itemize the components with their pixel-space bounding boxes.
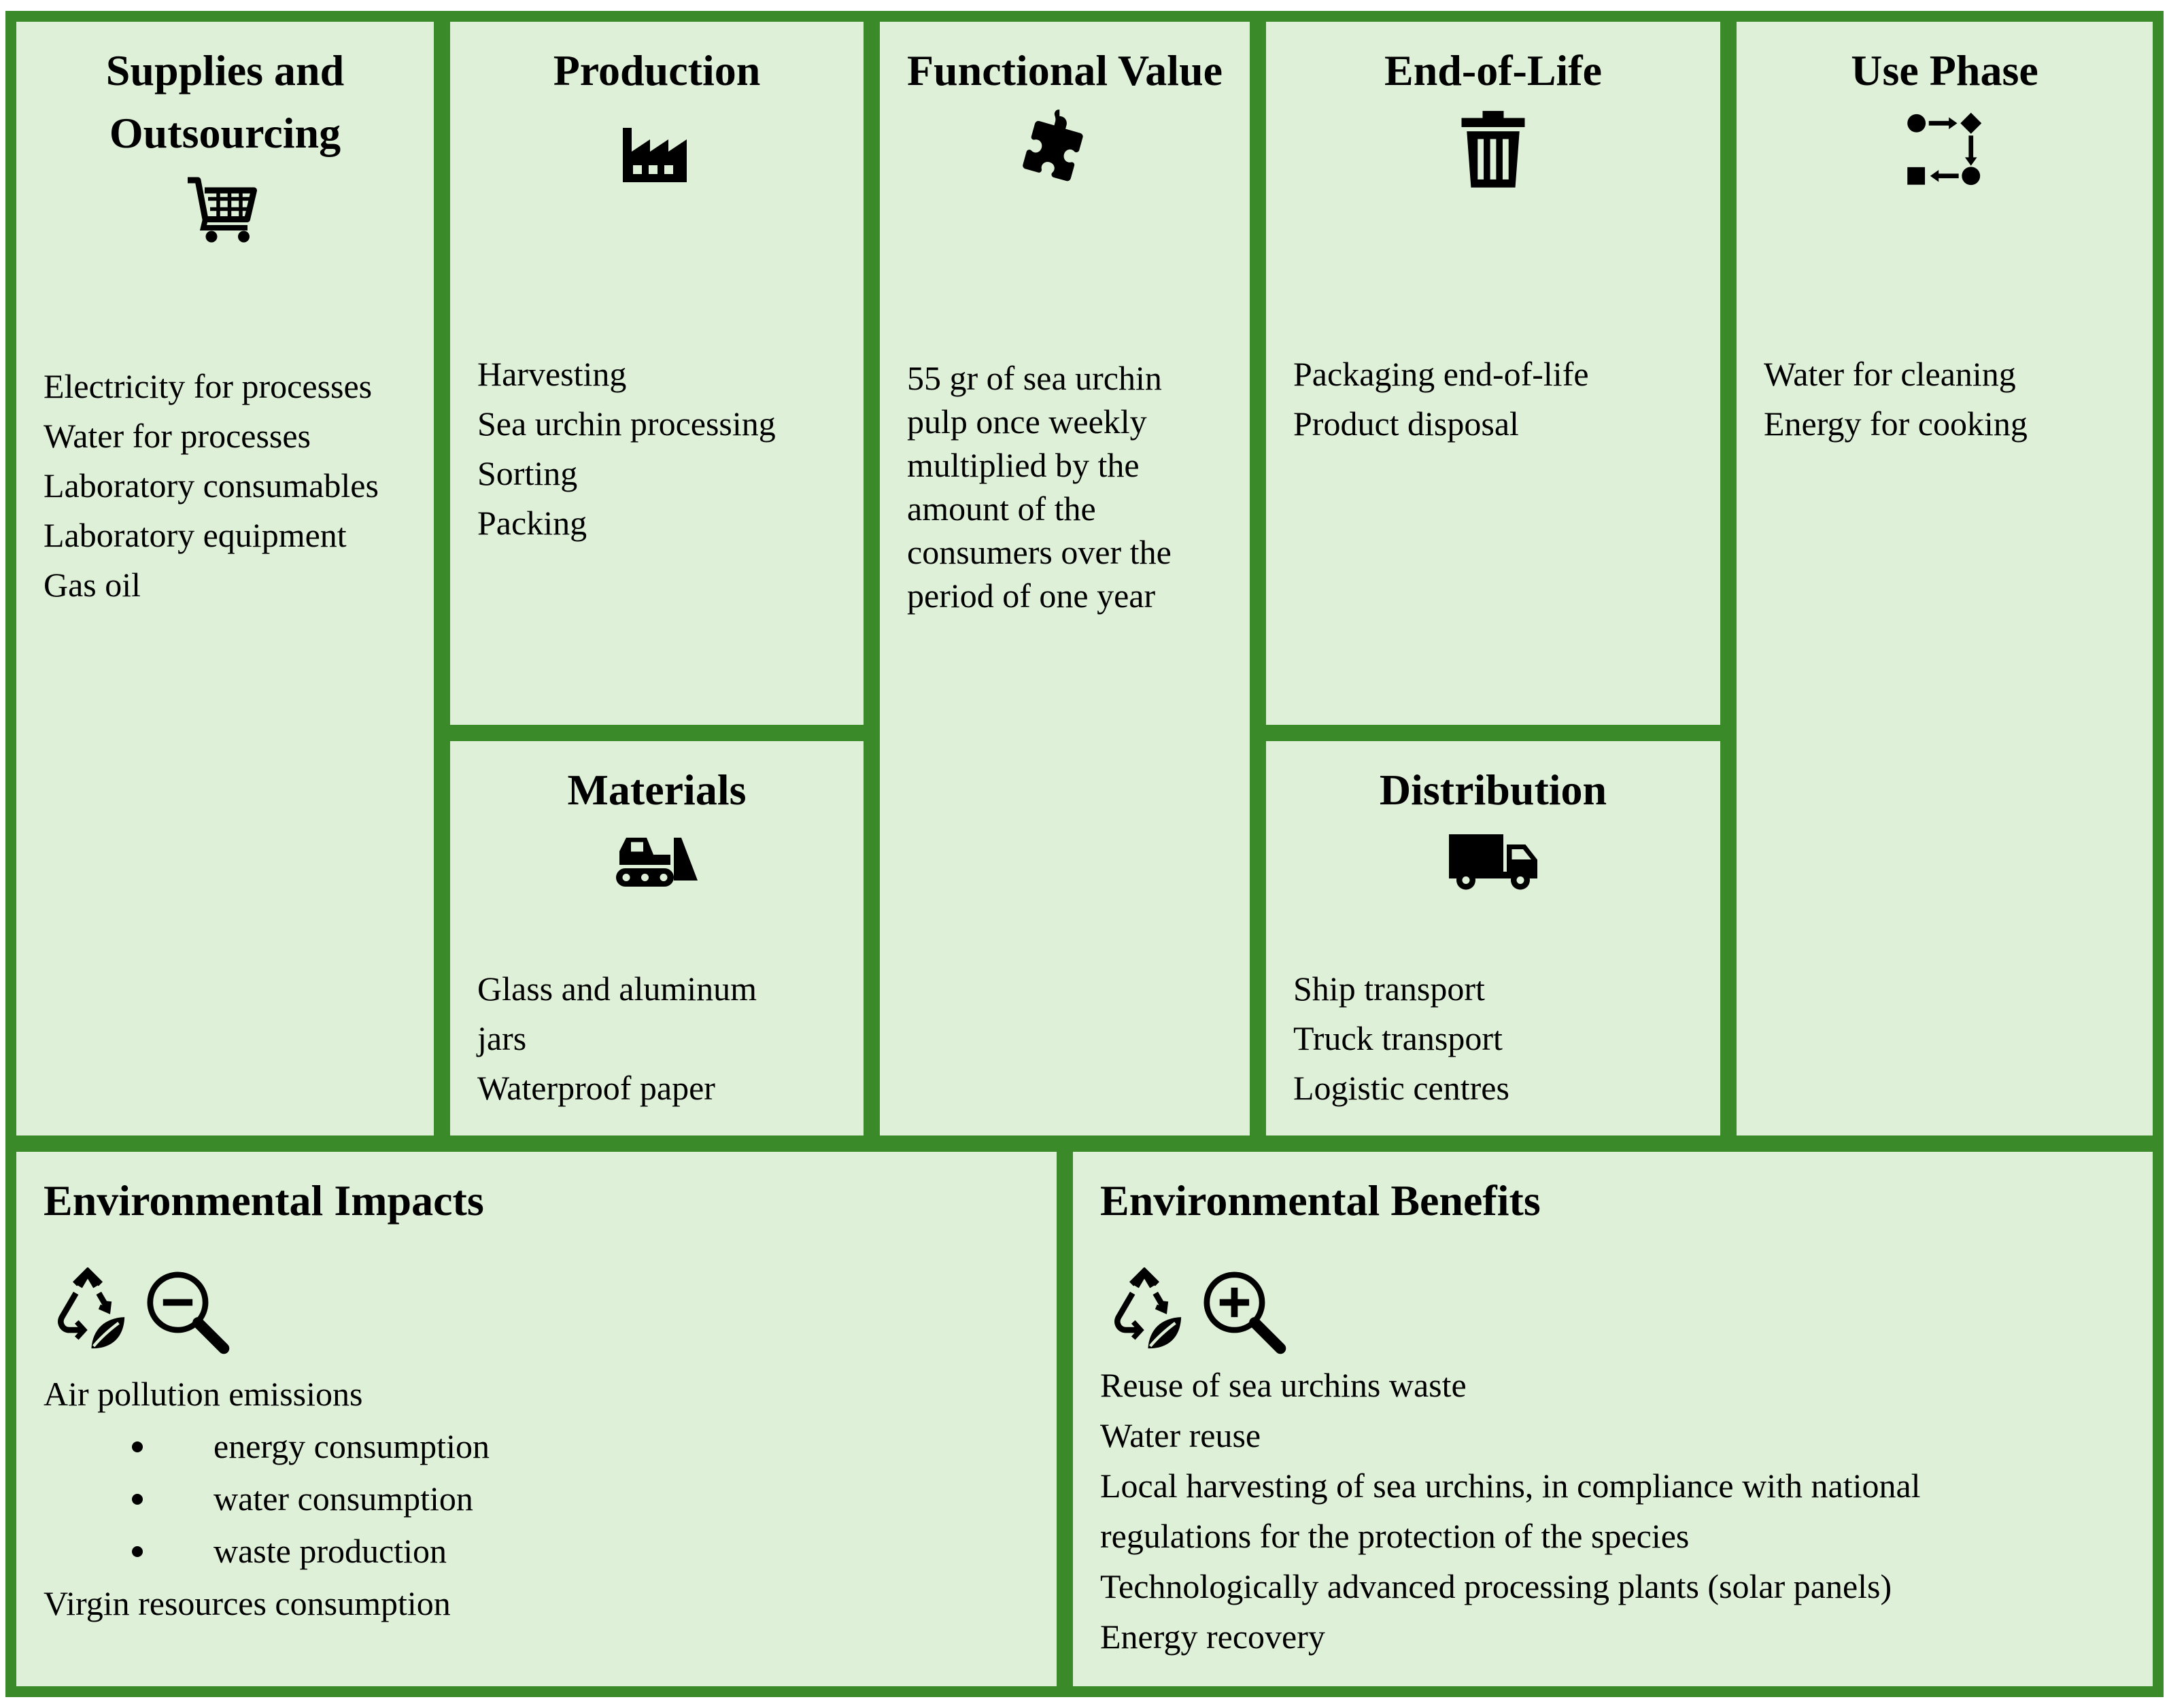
text-line: multiplied by the [907,446,1140,484]
end-of-life-title: End-of-Life [1384,46,1602,95]
list-item: Technologically advanced processing plan… [1100,1567,1892,1605]
recycle-leaf-icon [1114,1267,1182,1349]
cell-supplies: Supplies and Outsourcing Electricity for… [5,11,445,1146]
text-line: pulp once weekly [907,403,1147,441]
cell-environmental-benefits: Environmental Benefits Reuse of sea urch… [1062,1141,2164,1697]
benefits-items: Reuse of sea urchins waste Water reuse L… [1100,1360,2132,1662]
list-item: Energy recovery [1100,1618,1325,1656]
list-item: Energy for cooking [1764,405,2028,443]
list-item: Water reuse [1100,1416,1261,1454]
trash-can-icon [1266,107,1720,195]
shopping-cart-icon [16,170,434,255]
use-phase-title: Use Phase [1851,46,2038,95]
list-item: Truck transport [1293,1019,1503,1057]
list-item: Packaging end-of-life [1293,355,1589,393]
recycle-leaf-icon [58,1267,125,1349]
process-flow-icon [1737,107,2153,195]
text-line: 55 gr of sea urchin [907,359,1162,397]
list-item: Air pollution emissions [44,1375,363,1413]
cell-materials: Materials Glass and aluminum jars Waterp… [439,730,874,1146]
use-phase-items: Water for cleaning Energy for cooking [1764,349,2132,449]
list-item: Reuse of sea urchins waste [1100,1366,1467,1404]
bullet-item: water consumption [44,1473,1036,1525]
cell-distribution: Distribution Ship transport Truck transp… [1255,730,1731,1146]
bulldozer-icon [450,824,864,895]
list-item: regulations for the protection of the sp… [1100,1517,1690,1555]
cell-use-phase: Use Phase Water for cleaning Energy for … [1726,11,2164,1146]
impacts-icons [44,1267,239,1356]
distribution-title: Distribution [1379,766,1607,814]
impacts-bullets: energy consumption water consumption was… [44,1420,1036,1577]
cell-environmental-impacts: Environmental Impacts Air pollution emis… [5,1141,1068,1697]
impacts-title: Environmental Impacts [44,1176,484,1225]
list-item: Sea urchin processing [477,405,776,443]
functional-value-title: Functional Value [906,46,1223,95]
list-item: Ship transport [1293,970,1485,1008]
zoom-out-icon [147,1271,230,1354]
list-item: Glass and aluminum [477,970,757,1008]
bullet-item: energy consumption [44,1420,1036,1473]
cell-production: Production Harvesting Sea urchin process… [439,11,874,736]
benefits-title: Environmental Benefits [1100,1176,1541,1225]
list-item: Sorting [477,454,578,492]
distribution-items: Ship transport Truck transport Logistic … [1293,964,1700,1113]
truck-icon [1266,824,1720,895]
bullet-item: waste production [44,1525,1036,1577]
end-of-life-items: Packaging end-of-life Product disposal [1293,349,1700,449]
text-line: amount of the [907,490,1096,528]
production-title: Production [553,46,761,95]
zoom-in-icon [1203,1271,1286,1354]
list-item: Gas oil [44,566,141,604]
list-item: Water for cleaning [1764,355,2016,393]
production-items: Harvesting Sea urchin processing Sorting… [477,349,843,548]
list-item: Laboratory consumables [44,466,379,505]
list-item: Harvesting [477,355,627,393]
list-item: Laboratory equipment [44,516,347,554]
impacts-items: Air pollution emissions energy consumpti… [44,1368,1036,1630]
list-item: jars [477,1019,527,1057]
functional-value-text: 55 gr of sea urchin pulp once weekly mul… [907,356,1223,617]
materials-items: Glass and aluminum jars Waterproof paper [477,964,843,1113]
list-item: Logistic centres [1293,1069,1509,1107]
list-item: Virgin resources consumption [44,1584,451,1622]
list-item: Water for processes [44,417,311,455]
puzzle-piece-icon [880,107,1250,195]
list-item: Local harvesting of sea urchins, in comp… [1100,1467,1921,1505]
list-item: Waterproof paper [477,1069,715,1107]
text-line: consumers over the [907,533,1172,571]
list-item: Electricity for processes [44,367,373,405]
list-item: Product disposal [1293,405,1519,443]
cell-end-of-life: End-of-Life Packaging end-of-life Produc… [1255,11,1731,736]
supplies-items: Electricity for processes Water for proc… [44,362,413,610]
text-line: period of one year [907,577,1156,615]
supplies-title: Supplies and Outsourcing [105,46,345,157]
materials-title: Materials [567,766,747,814]
factory-icon [450,107,864,192]
cell-functional-value: Functional Value 55 gr of sea urchin pul… [869,11,1261,1146]
benefits-icons [1100,1267,1296,1356]
list-item: Packing [477,504,587,542]
